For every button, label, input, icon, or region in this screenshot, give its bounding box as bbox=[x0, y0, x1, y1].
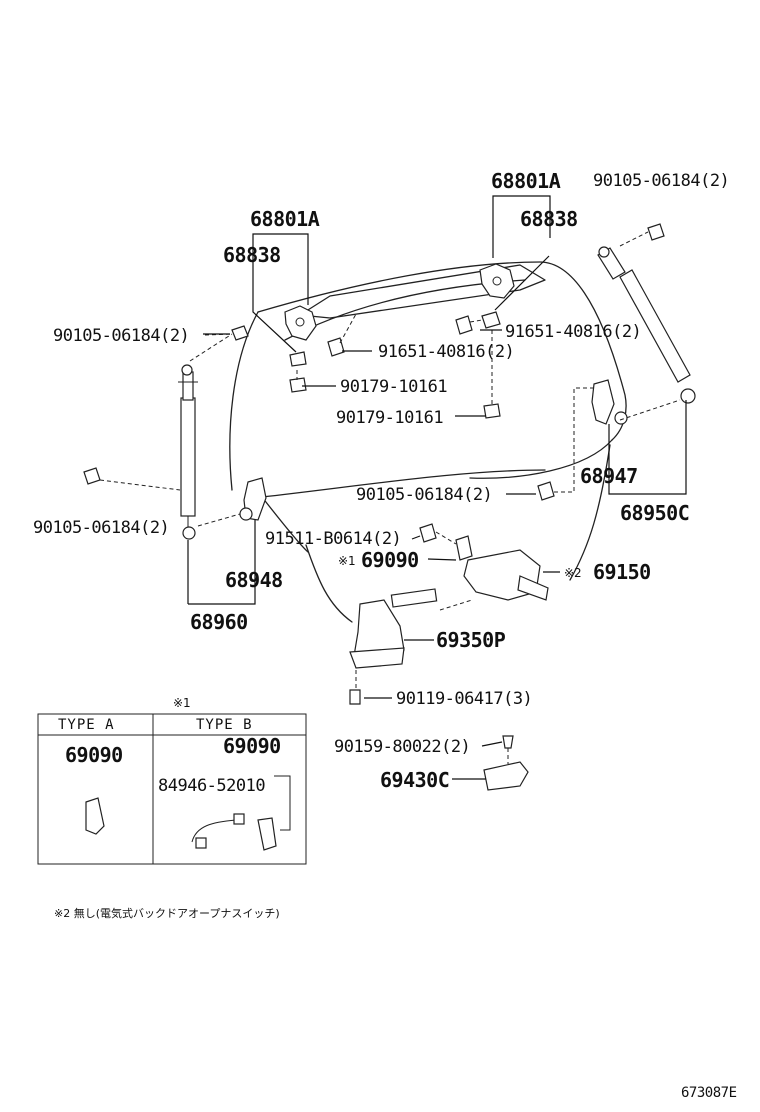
label-68838-right: 68838 bbox=[520, 207, 578, 231]
label-68950c: 68950C bbox=[620, 501, 690, 525]
label-90105-left: 90105-06184(2) bbox=[53, 326, 190, 346]
footnote: ※2 無し(電気式バックドアオープナスイッチ) bbox=[54, 907, 280, 920]
table-header-type-a: TYPE A bbox=[58, 717, 115, 733]
label-91511: 91511-B0614(2) bbox=[265, 529, 402, 549]
label-69090: 69090 bbox=[361, 548, 419, 572]
label-68838-left: 68838 bbox=[223, 243, 281, 267]
label-68801a-right: 68801A bbox=[491, 169, 561, 193]
label-69430c: 69430C bbox=[380, 768, 450, 792]
label-69150: 69150 bbox=[593, 560, 651, 584]
label-68960: 68960 bbox=[190, 610, 248, 634]
table-header-type-b: TYPE B bbox=[196, 717, 253, 733]
label-90179-b: 90179-10161 bbox=[336, 408, 444, 428]
mark-69150: ※2 bbox=[564, 566, 582, 580]
right-upper-bracket bbox=[591, 379, 628, 425]
left-gas-strut bbox=[178, 364, 198, 540]
mark-69090: ※1 bbox=[338, 554, 356, 568]
latch-assembly bbox=[349, 535, 549, 669]
leader-lines bbox=[187, 195, 687, 780]
left-hinge bbox=[284, 305, 317, 367]
type-table bbox=[37, 713, 307, 865]
label-90105-bottom-left: 90105-06184(2) bbox=[33, 518, 170, 538]
label-90119: 90119-06417(3) bbox=[396, 689, 533, 709]
switch-part bbox=[483, 761, 529, 791]
right-hinge bbox=[479, 263, 515, 329]
fasteners bbox=[83, 223, 665, 749]
table-type-a-part: 69090 bbox=[65, 743, 123, 767]
label-90105-center: 90105-06184(2) bbox=[356, 485, 493, 505]
label-68948: 68948 bbox=[225, 568, 283, 592]
label-68801a-left: 68801A bbox=[250, 207, 320, 231]
label-90105-top-right: 90105-06184(2) bbox=[593, 171, 730, 191]
label-68947: 68947 bbox=[580, 464, 638, 488]
label-91651-center: 91651-40816(2) bbox=[378, 342, 515, 362]
label-90159: 90159-80022(2) bbox=[334, 737, 471, 757]
right-gas-strut bbox=[597, 246, 696, 404]
table-reference-mark: ※1 bbox=[173, 696, 191, 710]
label-90179-a: 90179-10161 bbox=[340, 377, 448, 397]
label-91651-right: 91651-40816(2) bbox=[505, 322, 642, 342]
label-69350p: 69350P bbox=[436, 628, 506, 652]
table-type-b-subpart: 84946-52010 bbox=[158, 776, 266, 796]
diagram-code: 673087E bbox=[681, 1085, 737, 1101]
table-type-b-part: 69090 bbox=[223, 734, 281, 758]
left-lower-bracket bbox=[239, 477, 267, 521]
